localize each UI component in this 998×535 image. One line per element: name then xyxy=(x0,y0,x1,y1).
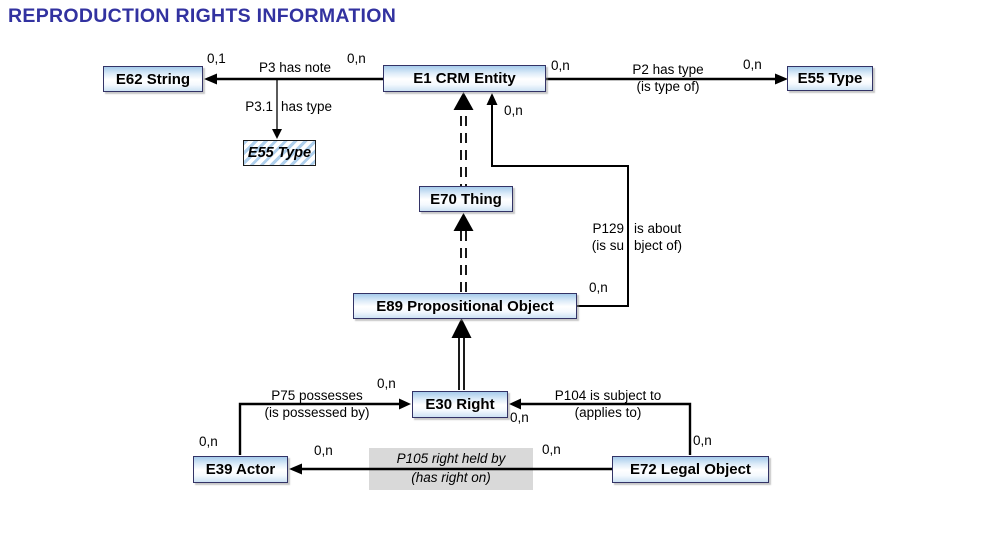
property-label-p31-right: has type xyxy=(281,99,333,114)
cardinality-p75-near-e39: 0,n xyxy=(199,434,218,449)
property-label-p105: P105 right held by xyxy=(396,451,506,466)
entity-box-e62-string: E62 String xyxy=(103,66,203,92)
property-label-p75: P75 possesses xyxy=(271,388,363,403)
property-label-p75-inverse: (is possessed by) xyxy=(264,405,370,420)
entity-box-e89-propositional-object: E89 Propositional Object xyxy=(353,293,577,319)
cardinality-p105-near-e39: 0,n xyxy=(314,443,333,458)
property-label-p31-left: P3.1 xyxy=(245,99,273,114)
isa-e89-e70-arrowhead xyxy=(453,213,474,231)
cardinality-p129-bottom: 0,n xyxy=(589,280,608,295)
entity-box-e55-type: E55 Type xyxy=(787,66,873,91)
entity-box-e30-right: E30 Right xyxy=(412,391,508,418)
p2-arrowhead xyxy=(775,73,788,85)
cardinality-p104-near-e30: 0,n xyxy=(510,410,529,425)
cardinality-p75-near-e30: 0,n xyxy=(377,376,396,391)
isa-e70-e1-arrowhead xyxy=(453,92,474,110)
cardinality-p104-near-e72: 0,n xyxy=(693,433,712,448)
property-label-p105-inverse: (has right on) xyxy=(411,469,491,485)
p104-line xyxy=(517,402,692,455)
cardinality-p129-top: 0,n xyxy=(504,103,523,118)
p129-line xyxy=(491,100,629,307)
cardinality-p3-right: 0,n xyxy=(347,51,366,66)
isa-e30-e89-arrowhead xyxy=(451,318,472,338)
p3-arrowhead xyxy=(204,73,217,85)
property-label-p129-inverse-right: bject of) xyxy=(634,238,683,253)
property-label-p3: P3 has note xyxy=(258,60,332,75)
entity-box-e39-actor: E39 Actor xyxy=(193,456,288,483)
p104-arrowhead xyxy=(509,398,521,410)
p75-line xyxy=(238,402,403,455)
p31-arrowhead xyxy=(272,129,282,139)
property-label-p104-inverse: (applies to) xyxy=(574,405,642,420)
cardinality-p2-left: 0,n xyxy=(551,58,570,73)
property-label-p129-inverse-left: (is su xyxy=(591,238,624,253)
cardinality-p2-right: 0,n xyxy=(743,57,762,72)
property-label-p129-left: P129 xyxy=(592,221,624,236)
cardinality-p105-near-e72: 0,n xyxy=(542,442,561,457)
page-title: REPRODUCTION RIGHTS INFORMATION xyxy=(8,5,397,27)
entity-box-e1-crm-entity: E1 CRM Entity xyxy=(383,65,546,92)
property-label-p2-inverse: (is type of) xyxy=(636,79,700,94)
p75-arrowhead xyxy=(399,398,411,410)
entity-box-e55-type-metatype: E55 Type xyxy=(243,140,316,166)
property-label-p104: P104 is subject to xyxy=(554,388,662,403)
entity-box-e72-legal-object: E72 Legal Object xyxy=(612,456,769,483)
p129-arrowhead xyxy=(486,93,498,105)
property-label-p2: P2 has type xyxy=(632,62,704,77)
entity-box-e70-thing: E70 Thing xyxy=(419,186,513,212)
property-label-p129-right: is about xyxy=(634,221,682,236)
cardinality-p3-left: 0,1 xyxy=(207,51,226,66)
p105-arrowhead xyxy=(289,463,302,475)
